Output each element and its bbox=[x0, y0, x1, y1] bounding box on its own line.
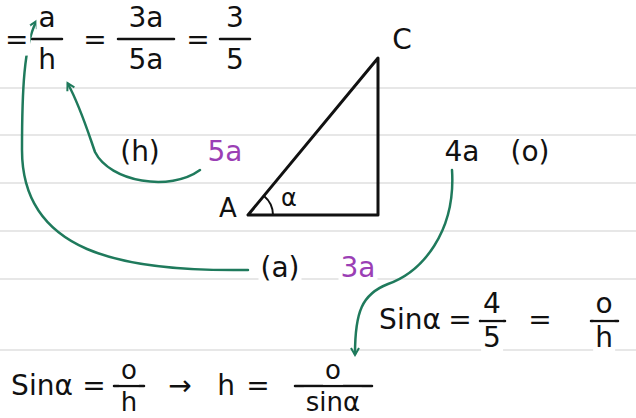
handwritten-label: = bbox=[184, 25, 211, 56]
handwritten-label: (o) bbox=[509, 137, 552, 168]
green-arrows bbox=[22, 22, 452, 354]
handwritten-label: o bbox=[593, 289, 614, 320]
handwritten-label: o bbox=[323, 356, 343, 385]
handwritten-label: 5a bbox=[206, 137, 245, 168]
handwritten-label: h bbox=[119, 387, 139, 416]
handwritten-label: h bbox=[36, 45, 58, 76]
handwritten-label: 3 bbox=[224, 3, 246, 34]
handwritten-label: 5a bbox=[127, 45, 166, 76]
handwritten-label: = bbox=[3, 25, 30, 56]
handwritten-label: Sinα bbox=[377, 305, 443, 336]
handwritten-label: = bbox=[244, 371, 271, 402]
handwritten-label: (h) bbox=[118, 137, 162, 168]
fraction-bars bbox=[32, 39, 618, 386]
ruled-lines bbox=[0, 88, 636, 350]
handwritten-label: h bbox=[215, 371, 237, 402]
handwritten-label: = bbox=[80, 371, 107, 402]
handwritten-label: = bbox=[446, 305, 473, 336]
handwritten-label: a bbox=[36, 3, 57, 34]
handwritten-label: sinα bbox=[304, 387, 362, 416]
handwritten-label: A bbox=[217, 194, 239, 223]
handwritten-label: 4a bbox=[443, 137, 482, 168]
handwritten-label: 3a bbox=[339, 253, 378, 284]
handwritten-label: 5 bbox=[481, 323, 503, 354]
handwritten-label: Sinα bbox=[9, 371, 75, 402]
handwritten-label: 5 bbox=[224, 45, 246, 76]
right-triangle bbox=[248, 58, 378, 215]
handwritten-label: o bbox=[119, 356, 139, 385]
handwritten-label: 4 bbox=[481, 289, 503, 320]
handwritten-label: (a) bbox=[258, 253, 301, 284]
handwritten-label: h bbox=[593, 323, 615, 354]
handwritten-label: 3a bbox=[127, 3, 166, 34]
handwritten-label: = bbox=[81, 25, 108, 56]
handwritten-label: C bbox=[390, 25, 414, 56]
handwritten-label: → bbox=[166, 371, 193, 402]
handwritten-label: = bbox=[526, 305, 553, 336]
handwritten-label: α bbox=[279, 185, 299, 211]
